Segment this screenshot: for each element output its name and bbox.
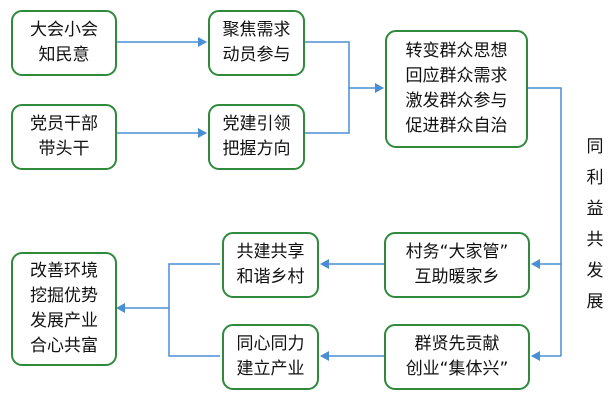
box-line: 合心共富 xyxy=(30,336,98,356)
box-line: 互助暖家乡 xyxy=(414,267,500,287)
box-line: 挖掘优势 xyxy=(30,286,98,306)
side-char: 利 xyxy=(586,168,604,188)
box-line: 知民意 xyxy=(38,45,90,65)
box-line: 把握方向 xyxy=(222,139,291,159)
box-line: 带头干 xyxy=(38,139,90,159)
box-line: 群贤先贡献 xyxy=(414,334,500,354)
connector-b3-merge xyxy=(305,41,350,134)
box-line: 建立产业 xyxy=(236,359,305,379)
box-line: 聚焦需求 xyxy=(222,20,291,40)
box-line: 党建引领 xyxy=(222,114,291,134)
box-line: 同心同力 xyxy=(236,334,305,354)
box-line: 共建共享 xyxy=(236,242,305,262)
box-line: 激发群众参与 xyxy=(405,91,508,111)
side-char: 共 xyxy=(586,230,604,250)
box-line: 和谐乡村 xyxy=(236,267,305,287)
box-meeting-public-opinion: 大会小会 知民意 xyxy=(11,10,117,76)
box-mass-engagement: 转变群众思想 回应群众需求 激发群众参与 促进群众自治 xyxy=(385,30,528,148)
side-label-common-interest: 同 利 益 共 发 展 xyxy=(584,132,606,318)
connector-b5-right xyxy=(528,87,562,356)
side-char: 同 xyxy=(586,137,604,157)
box-village-affairs: 村务“大家管” 互助暖家乡 xyxy=(384,232,530,298)
connector-final-merge xyxy=(168,263,220,357)
side-char: 益 xyxy=(586,199,604,219)
box-party-members-lead: 党员干部 带头干 xyxy=(11,104,117,170)
box-line: 动员参与 xyxy=(222,45,291,65)
box-line: 创业“集体兴” xyxy=(405,359,509,379)
box-talent-contribution: 群贤先贡献 创业“集体兴” xyxy=(384,324,530,390)
box-party-guidance: 党建引领 把握方向 xyxy=(208,104,305,170)
box-harmonious-village: 共建共享 和谐乡村 xyxy=(222,232,319,298)
box-line: 转变群众思想 xyxy=(405,41,508,61)
box-line: 村务“大家管” xyxy=(405,242,509,262)
box-line: 大会小会 xyxy=(30,20,98,40)
box-build-industry: 同心同力 建立产业 xyxy=(222,324,319,390)
box-line: 发展产业 xyxy=(30,311,98,331)
box-common-prosperity: 改善环境 挖掘优势 发展产业 合心共富 xyxy=(11,252,117,366)
side-char: 展 xyxy=(586,292,604,312)
box-line: 党员干部 xyxy=(30,114,98,134)
box-line: 改善环境 xyxy=(30,261,98,281)
side-char: 发 xyxy=(586,261,604,281)
box-focus-needs: 聚焦需求 动员参与 xyxy=(208,10,305,76)
box-line: 回应群众需求 xyxy=(405,66,508,86)
box-line: 促进群众自治 xyxy=(405,116,508,136)
